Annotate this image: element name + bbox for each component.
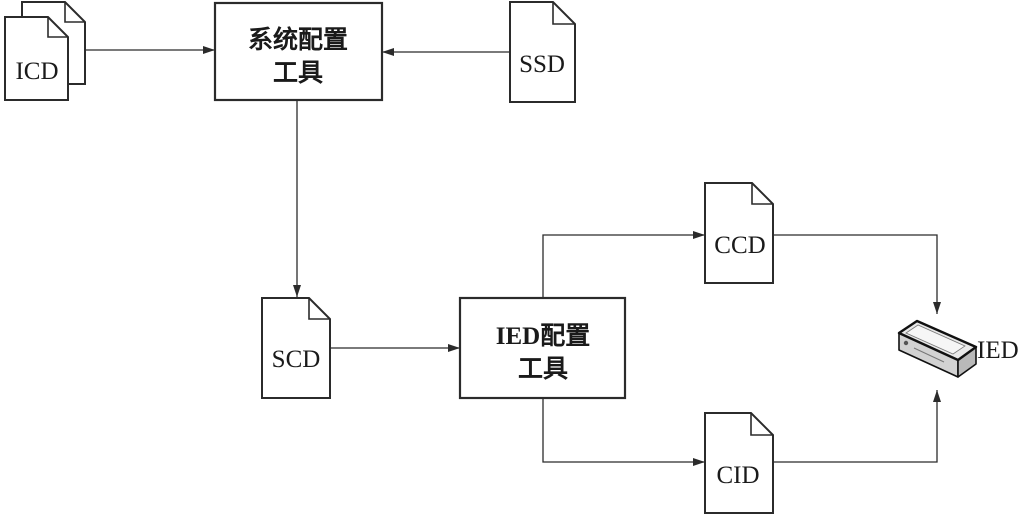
node-system-config-tool: 系统配置 工具 bbox=[213, 1, 384, 102]
ccd-label: CCD bbox=[714, 232, 765, 259]
node-ied: IED bbox=[897, 319, 1019, 378]
arrow-cid-to-ied bbox=[773, 390, 941, 463]
front-page-fold bbox=[47, 17, 68, 38]
back-page-fold bbox=[64, 2, 85, 23]
document-icon bbox=[704, 182, 774, 284]
document-icon bbox=[704, 412, 774, 514]
device-indicator-icon bbox=[903, 340, 909, 346]
scd-label: SCD bbox=[272, 346, 321, 373]
system-config-tool-label-line1: 系统配置 bbox=[248, 25, 348, 54]
document-fold bbox=[751, 183, 773, 205]
node-icd: ICD bbox=[4, 1, 86, 101]
document-fold bbox=[552, 2, 575, 25]
ssd-label: SSD bbox=[519, 51, 565, 78]
ied-label: IED bbox=[977, 337, 1019, 364]
document-fold bbox=[750, 413, 773, 436]
device-front-slot bbox=[913, 347, 945, 363]
node-scd: SCD bbox=[261, 297, 331, 399]
icd-label: ICD bbox=[15, 58, 58, 85]
document-icon bbox=[261, 297, 331, 399]
ied-config-tool-label-line1: IED配置 bbox=[496, 322, 590, 350]
system-config-tool-label-line2: 工具 bbox=[273, 60, 323, 87]
node-ccd: CCD bbox=[704, 182, 774, 284]
cid-label: CID bbox=[716, 462, 759, 489]
ied-config-tool-label-line2: 工具 bbox=[518, 356, 568, 383]
connectors bbox=[85, 46, 941, 466]
node-ssd: SSD bbox=[509, 1, 576, 103]
arrow-ccd-to-ied bbox=[773, 234, 941, 314]
device-top-panel bbox=[905, 324, 966, 355]
ied-config-tool-box bbox=[458, 296, 627, 400]
arrow-ied-config-tool-to-cid bbox=[542, 398, 705, 466]
ied-device-icon bbox=[897, 319, 978, 378]
node-cid: CID bbox=[704, 412, 774, 514]
stacked-document-icon bbox=[4, 1, 86, 101]
document-fold bbox=[308, 298, 330, 320]
node-ied-config-tool: IED配置 工具 bbox=[458, 296, 627, 400]
arrow-ied-config-tool-to-ccd bbox=[542, 231, 705, 298]
system-config-tool-box bbox=[213, 1, 384, 102]
document-icon bbox=[509, 1, 576, 103]
